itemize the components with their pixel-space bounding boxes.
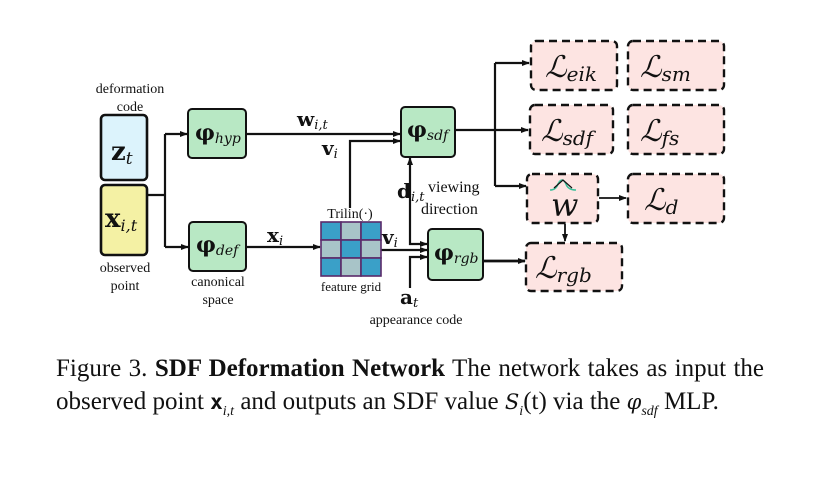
mlp-hyp: φhyp bbox=[187, 108, 247, 159]
svg-text:ℒsdf: ℒsdf bbox=[541, 114, 597, 150]
feature-grid-label: feature grid bbox=[321, 279, 382, 294]
edge-a bbox=[408, 254, 428, 288]
grid-cell bbox=[360, 239, 382, 259]
d-edge-label: di,t bbox=[397, 179, 425, 205]
loss-sdf: ℒsdf bbox=[528, 103, 615, 156]
svg-text:ℒrgb: ℒrgb bbox=[535, 251, 592, 287]
caption-title: SDF Deformation Network bbox=[154, 355, 446, 382]
a-edge-label: at bbox=[400, 285, 419, 311]
edge-input-branch bbox=[148, 134, 167, 247]
svg-text:φrgb: φrgb bbox=[434, 240, 479, 267]
grid-cells bbox=[320, 221, 382, 277]
svg-text:xi,t: xi,t bbox=[105, 204, 138, 235]
mlp-def: φdef canonical space bbox=[188, 221, 247, 308]
caption-phi-symbol: φsdf bbox=[626, 390, 658, 419]
svg-text:zt: zt bbox=[111, 137, 133, 169]
grid-cell bbox=[320, 239, 342, 259]
z-symbol: z bbox=[111, 137, 126, 167]
caption-text-1: The network takes as input the observed … bbox=[56, 355, 765, 415]
mlp-rgb: φrgb bbox=[427, 228, 484, 281]
mlp-sdf: φsdf bbox=[400, 106, 456, 158]
grid-cell bbox=[340, 257, 362, 277]
svg-text:ℒeik: ℒeik bbox=[545, 50, 597, 86]
grid-cell bbox=[340, 221, 362, 241]
loss-eik: ℒeik bbox=[529, 39, 619, 92]
direction-label: direction bbox=[421, 201, 478, 218]
edge-d-rgb bbox=[408, 210, 428, 247]
appearance-code-label: appearance code bbox=[370, 313, 463, 328]
loss-sm: ℒsm bbox=[626, 39, 726, 92]
caption-prefix: Figure 3. bbox=[56, 355, 148, 382]
weight-w-node: w bbox=[525, 172, 600, 225]
svg-text:φdef: φdef bbox=[196, 232, 241, 259]
loss-rgb: ℒrgb bbox=[524, 241, 624, 293]
loss-fs: ℒfs bbox=[626, 103, 726, 156]
caption-text-4: MLP. bbox=[663, 388, 719, 415]
canonical-space-label-2: space bbox=[202, 293, 233, 308]
w-edge-label: wi,t bbox=[296, 107, 329, 133]
edge-v-top bbox=[348, 138, 401, 208]
observed-point-label-1: observed bbox=[100, 261, 151, 276]
svg-text:ℒsm: ℒsm bbox=[640, 50, 691, 86]
observed-point-node: xi,t observed point bbox=[99, 183, 151, 294]
caption-x-symbol: xi,t bbox=[210, 390, 235, 419]
feature-grid: Trilin(·) feature grid bbox=[320, 207, 382, 294]
grid-cell bbox=[340, 239, 362, 259]
grid-cell bbox=[360, 257, 382, 277]
caption-s-symbol: Si(t) bbox=[504, 388, 547, 419]
grid-cell bbox=[360, 221, 382, 241]
v-top-edge-label: vi bbox=[321, 136, 338, 162]
sdf-deformation-network-diagram: zt deformation code xi,t observed point … bbox=[96, 39, 726, 328]
gaussian-hat-icon bbox=[549, 179, 577, 191]
trilinear-label: Trilin(·) bbox=[327, 207, 373, 222]
svg-text:φsdf: φsdf bbox=[407, 117, 451, 144]
canonical-space-label-1: canonical bbox=[191, 275, 245, 290]
grid-cell bbox=[320, 221, 342, 241]
svg-text:φhyp: φhyp bbox=[195, 120, 241, 147]
svg-text:ℒfs: ℒfs bbox=[640, 114, 679, 150]
figure-caption: Figure 3. SDF Deformation Network The ne… bbox=[56, 352, 764, 428]
svg-text:ℒd: ℒd bbox=[644, 183, 678, 219]
connections bbox=[148, 60, 627, 288]
deformation-code-label-1: deformation bbox=[96, 82, 164, 97]
x-symbol: x bbox=[105, 204, 121, 234]
deformation-code-label-2: code bbox=[117, 100, 143, 115]
grid-cell bbox=[320, 257, 342, 277]
viewing-label: viewing bbox=[428, 179, 480, 196]
w-hat-symbol: w bbox=[551, 186, 578, 224]
loss-d: ℒd bbox=[626, 172, 726, 225]
xi-edge-label: xi bbox=[267, 223, 283, 249]
v-right-edge-label: vi bbox=[381, 225, 398, 251]
caption-text-3: via the bbox=[553, 388, 621, 415]
observed-point-label-2: point bbox=[111, 279, 140, 294]
caption-text-2: and outputs an SDF value bbox=[240, 388, 499, 415]
deformation-code-node: zt deformation code bbox=[96, 82, 164, 182]
